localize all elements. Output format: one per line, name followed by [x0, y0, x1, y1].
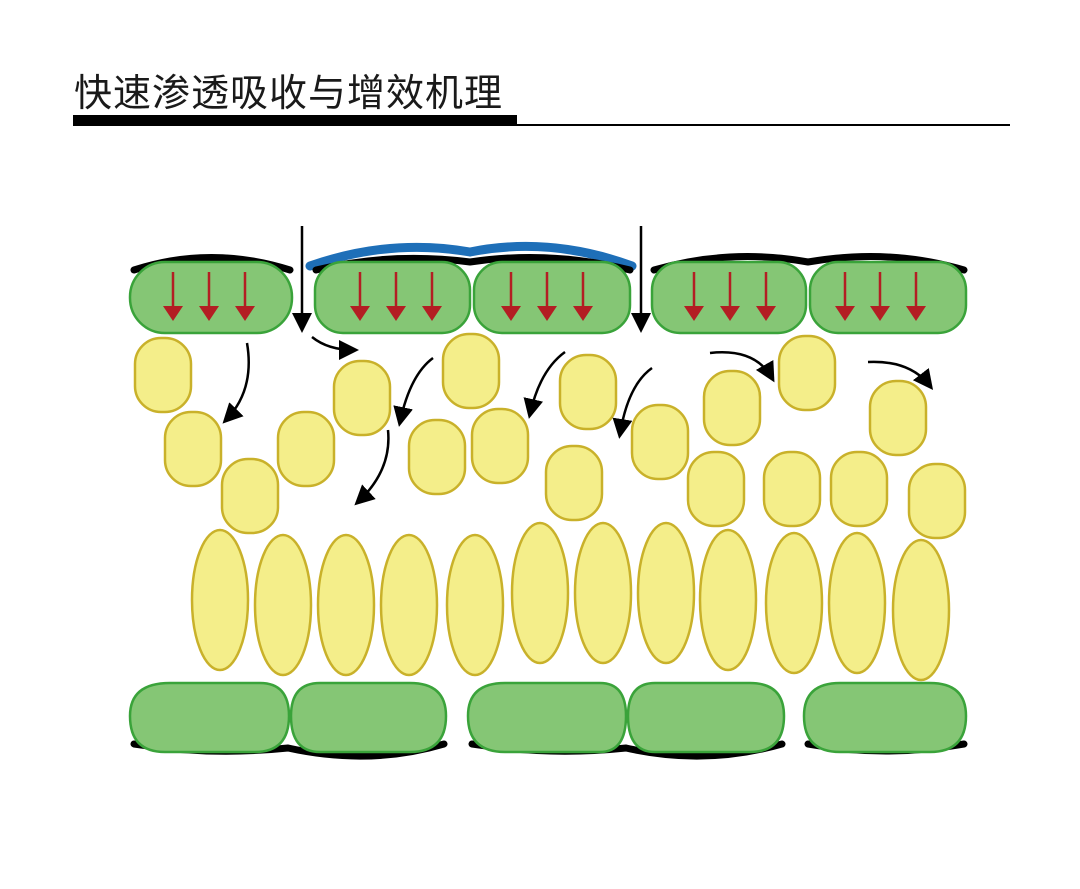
spongy-cell	[407, 418, 467, 496]
palisade-cell	[253, 533, 313, 677]
red-absorption-arrows	[163, 272, 926, 321]
spongy-cell	[544, 444, 604, 522]
spongy-cell	[163, 410, 223, 488]
title-underline-thick	[73, 115, 517, 126]
palisade-cell	[636, 521, 696, 665]
penetration-arrows	[222, 226, 934, 506]
palisade-cell	[891, 538, 951, 682]
palisade-cell	[510, 521, 570, 665]
palisade-cell	[445, 533, 505, 677]
spongy-cell	[777, 334, 837, 412]
spongy-cell	[332, 359, 392, 437]
palisade-cell	[379, 533, 439, 677]
spongy-cell	[868, 379, 928, 457]
spongy-cell	[441, 332, 501, 410]
lower-epidermis	[128, 681, 968, 754]
spongy-cell	[276, 410, 336, 488]
spongy-cell	[133, 336, 193, 414]
palisade-cell	[190, 528, 250, 672]
spongy-cell	[470, 407, 530, 485]
title-underline-thin	[517, 124, 1010, 126]
palisade-cell	[827, 531, 887, 675]
spongy-cell	[220, 457, 280, 535]
spongy-cell	[702, 369, 762, 447]
spongy-cell	[558, 353, 618, 431]
spongy-mesophyll	[133, 332, 967, 540]
spongy-cell	[829, 450, 889, 528]
spongy-cell	[907, 462, 967, 540]
palisade-cell	[316, 533, 376, 677]
diagram-title: 快速渗透吸收与增效机理	[74, 71, 504, 115]
spongy-cell	[686, 450, 746, 528]
palisade-cell	[764, 531, 824, 675]
palisade-cell	[698, 528, 758, 672]
spongy-cell	[762, 450, 822, 528]
palisade-mesophyll	[190, 521, 951, 682]
spongy-cell	[630, 403, 690, 481]
palisade-cell	[573, 521, 633, 665]
